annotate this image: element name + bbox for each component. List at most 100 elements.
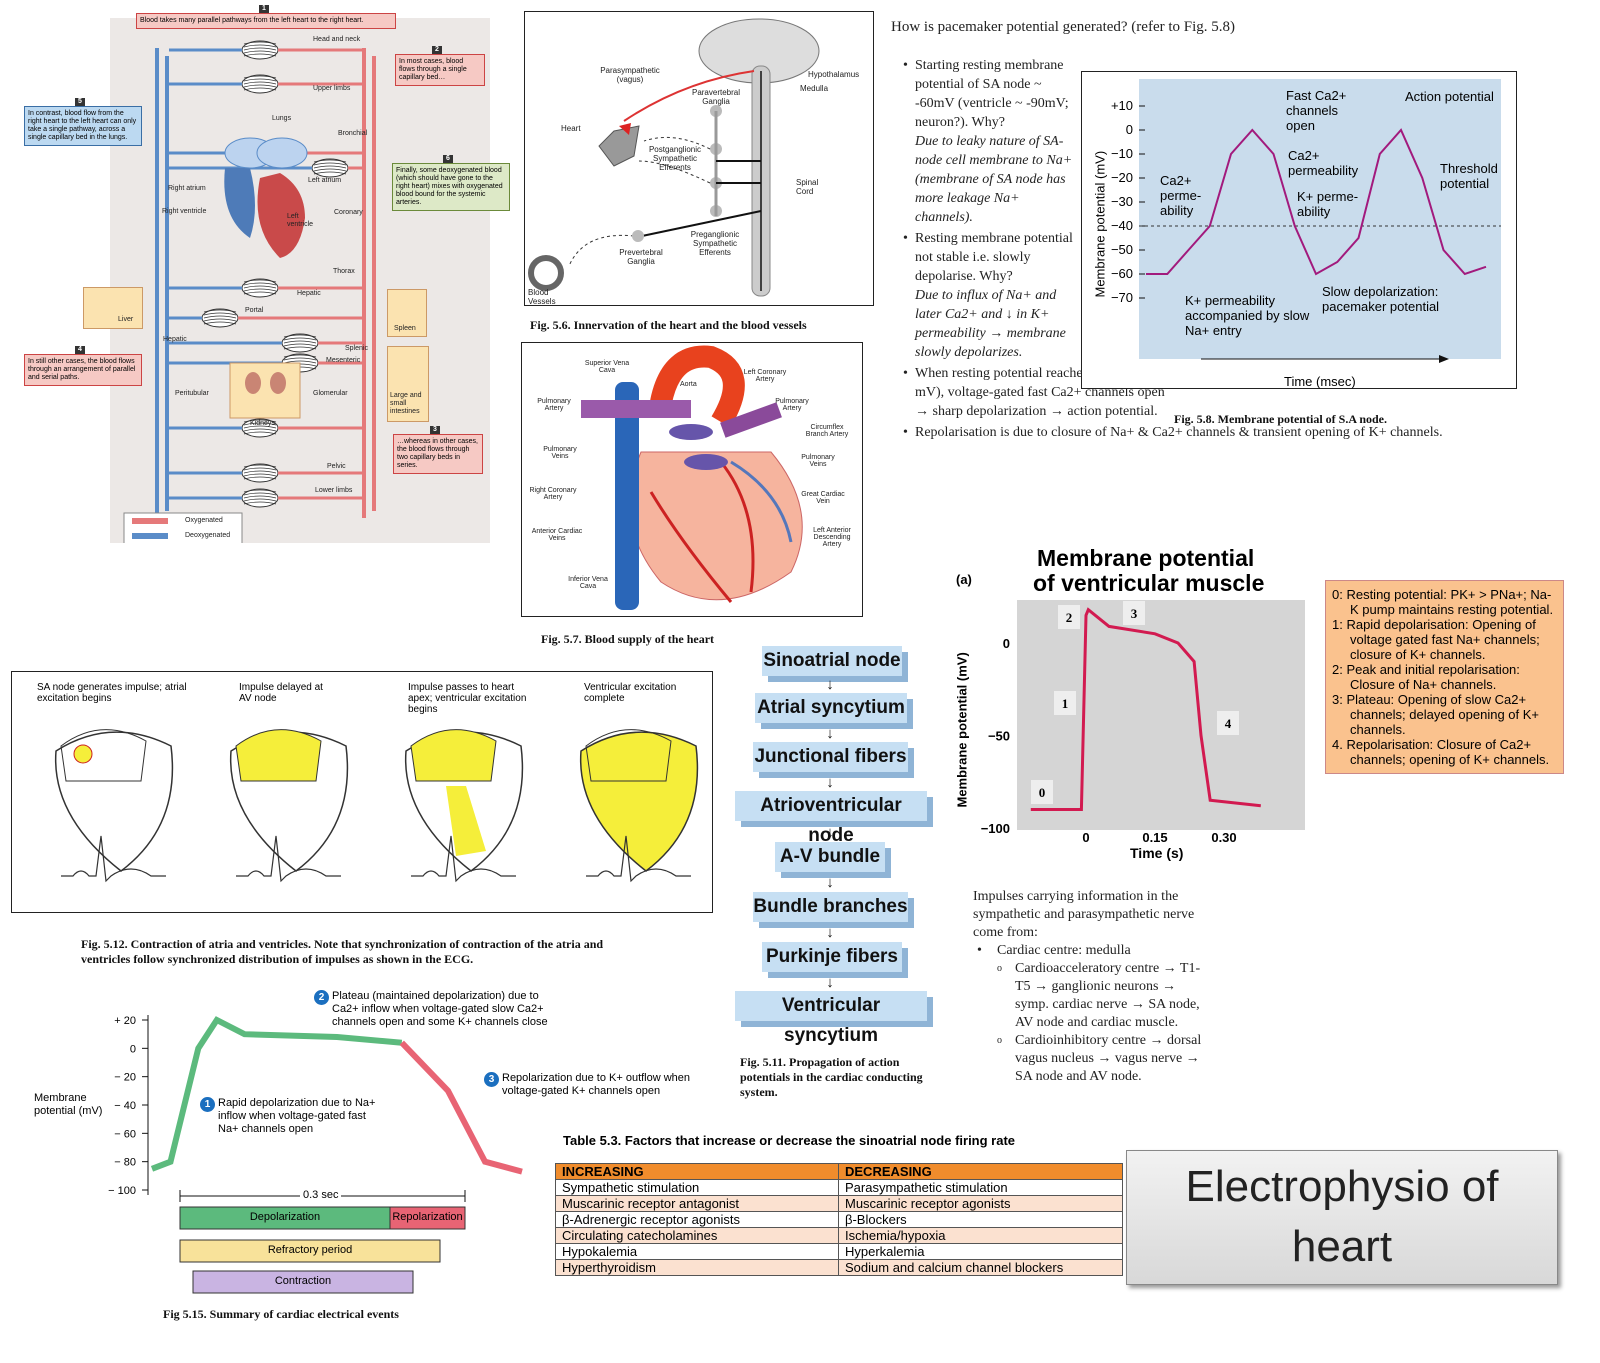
fig57-svc: Superior Vena Cava xyxy=(584,360,630,374)
ventricular-panel-label: (a) xyxy=(956,572,972,587)
annotation-2-text: Plateau (maintained depolarization) due … xyxy=(332,990,548,1028)
label-peritubular: Peritubular xyxy=(175,390,209,397)
flow-step-0: Sinoatrial node xyxy=(762,646,902,676)
flow-step-3: Atrioventricular node xyxy=(735,791,927,846)
fig58-threshold: Threshold potential xyxy=(1440,161,1498,191)
note-4: Repolarisation is due to closure of Na+ … xyxy=(915,425,1443,440)
fig57-pv-left: Pulmonary Veins xyxy=(543,446,577,460)
callout-1-number: 1 xyxy=(259,5,269,13)
fig58-ylabel: Membrane potential (mV) xyxy=(1092,150,1108,298)
capillary-bed xyxy=(201,308,239,328)
callout-3-number: 3 xyxy=(430,426,440,434)
repolarization-trace xyxy=(399,1040,523,1175)
fig57-aorta: Aorta xyxy=(680,381,697,388)
callout-5-text: In contrast, blood flow from the right h… xyxy=(28,110,137,141)
conduction-flow: Sinoatrial node ↓ Atrial syncytium ↓ Jun… xyxy=(735,646,935,1046)
y-tick-label: −50 xyxy=(1111,242,1133,257)
cell: Sodium and calcium channel blockers xyxy=(838,1259,1123,1276)
bar-repolarization: Repolarization xyxy=(392,1211,463,1223)
label-left-ventricle: Left ventricle xyxy=(287,213,314,228)
annotation-2-badge: 2 xyxy=(314,990,329,1005)
fig58-k-perm-acc: K+ permeability accompanied by slow Na+ … xyxy=(1185,293,1310,338)
x-tick-label: 0.30 xyxy=(1211,830,1236,845)
cell: Sympathetic stimulation xyxy=(555,1179,839,1196)
callout-2-text: In most cases, blood flows through a sin… xyxy=(399,58,467,81)
bar-contraction: Contraction xyxy=(274,1275,332,1287)
y-tick-label: + 20 xyxy=(114,1015,136,1027)
pacemaker-question: How is pacemaker potential generated? (r… xyxy=(891,19,1236,35)
title-line-2: heart xyxy=(1291,1222,1393,1271)
fig56-parasympathetic: Parasympathetic (vagus) xyxy=(600,66,660,84)
fig56-medulla: Medulla xyxy=(800,84,829,93)
callout-4: 4 In still other cases, the blood flows … xyxy=(24,346,142,386)
cell: Hyperthyroidism xyxy=(555,1259,839,1276)
label-kidneys: Kidneys xyxy=(250,420,275,427)
fig57-circumflex: Circumflex Branch Artery xyxy=(805,424,849,438)
fig57-pa-left: Pulmonary Artery xyxy=(537,398,571,412)
liver-icon xyxy=(83,287,143,329)
flow-arrow-4: ↓ xyxy=(826,824,834,841)
flow-step-7: Ventricular syncytium xyxy=(735,991,927,1046)
flow-step-4: A-V bundle xyxy=(775,842,885,872)
label-coronary: Coronary xyxy=(334,209,363,216)
callout-6-number: 6 xyxy=(443,155,453,163)
phase-label: 1 xyxy=(1062,696,1069,711)
capillary-bed xyxy=(241,40,279,60)
legend-oxygenated: Oxygenated xyxy=(185,517,223,524)
fig512-step-4: Ventricular excitation complete xyxy=(584,682,677,704)
nerve-inh: Cardioinhibitory centre → dorsal vagus n… xyxy=(1015,1033,1202,1084)
cell: β-Blockers xyxy=(838,1211,1123,1228)
callout-3-text: …whereas in other cases, the blood flows… xyxy=(397,438,478,469)
callout-2-number: 2 xyxy=(432,46,442,54)
y-tick-label: 0 xyxy=(130,1043,136,1055)
phase-3-desc: 3: Plateau: Opening of slow Ca2+ channel… xyxy=(1332,692,1540,737)
x-tick-label: 0 xyxy=(1082,830,1089,845)
callout-4-number: 4 xyxy=(75,346,85,354)
depolarization-trace xyxy=(150,1016,403,1172)
intestines-icon xyxy=(387,346,429,422)
flow-arrow-1: ↓ xyxy=(826,676,834,693)
label-glomerular: Glomerular xyxy=(313,390,348,397)
fig58-chart: +100−10−20−30−40−50−60−70 xyxy=(1111,79,1501,363)
spleen-label: Spleen xyxy=(394,325,416,332)
fig58-ca-perm: Ca2+ perme-ability xyxy=(1160,173,1202,218)
note-2: Resting membrane potential not stable i.… xyxy=(915,231,1073,284)
callout-3: 3 …whereas in other cases, the blood flo… xyxy=(393,426,483,474)
table-title: Table 5.3. Factors that increase or decr… xyxy=(563,1133,1016,1148)
note-2-italic: Due to influx of Na+ and later Ca2+ and … xyxy=(915,288,1066,360)
cell: β-Adrenergic receptor agonists xyxy=(555,1211,839,1228)
fig512-caption: Fig. 5.12. Contraction of atria and vent… xyxy=(81,937,604,966)
y-tick-label: 0 xyxy=(1003,636,1010,651)
capillary-bed xyxy=(241,74,279,94)
fig56-spinal: Spinal Cord xyxy=(796,178,819,196)
fig56-caption: Fig. 5.6. Innervation of the heart and t… xyxy=(530,318,807,332)
fig57-rca: Right Coronary Artery xyxy=(529,487,577,501)
annotation-1-badge: 1 xyxy=(200,1097,215,1112)
title-line-1: Electrophysio of xyxy=(1185,1162,1499,1211)
fig58-caption: Fig. 5.8. Membrane potential of S.A node… xyxy=(1174,412,1387,426)
y-tick-label: −60 xyxy=(1111,266,1133,281)
callout-6: 6 Finally, some deoxygenated blood (whic… xyxy=(392,155,510,211)
pacemaker-notes: Starting resting membrane potential of S… xyxy=(903,56,1448,444)
y-tick-label: −20 xyxy=(1111,170,1133,185)
label-upper-limbs: Upper limbs xyxy=(313,85,351,92)
fig512-step-3: Impulse passes to heart apex; ventricula… xyxy=(408,682,527,715)
note-1-italic: Due to leaky nature of SA-node cell memb… xyxy=(915,134,1073,225)
fig56-preganglionic: Preganglionic Sympathetic Efferents xyxy=(690,230,740,257)
fig515-ylabel: Membrane potential (mV) xyxy=(34,1092,103,1117)
fig56-heart: Heart xyxy=(561,124,581,133)
phase-label: 3 xyxy=(1131,606,1138,621)
fig58-fast-ca: Fast Ca2+ channels open xyxy=(1286,88,1347,133)
liver-label: Liver xyxy=(118,316,134,323)
phase-label: 4 xyxy=(1225,716,1232,731)
phase-4-desc: 4. Repolarisation: Closure of Ca2+ chann… xyxy=(1332,737,1550,767)
callout-5: 5 In contrast, blood flow from the right… xyxy=(24,98,142,146)
y-tick-label: 0 xyxy=(1126,122,1133,137)
y-tick-label: − 40 xyxy=(114,1100,136,1112)
